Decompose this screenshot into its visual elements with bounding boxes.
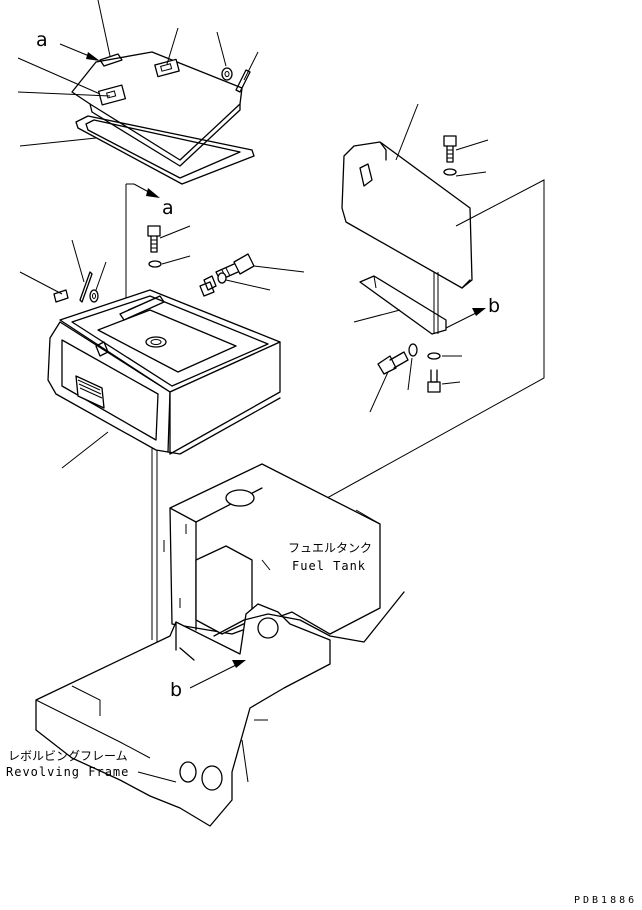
arrow-a-top	[59, 43, 100, 61]
label-fuel-tank-en: Fuel Tank	[292, 559, 366, 573]
tool-box	[47, 281, 281, 455]
cover-gasket	[75, 115, 255, 185]
arrow-b-right	[445, 308, 486, 329]
side-bolt	[203, 253, 305, 291]
box-latch-parts	[19, 239, 109, 469]
label-revolving-frame-en: Revolving Frame	[6, 765, 129, 779]
arrow-b-bottom	[189, 660, 246, 689]
label-fuel-tank-jp: フュエルタンク	[288, 541, 372, 555]
revolving-frame	[35, 509, 405, 827]
cover-washer	[221, 67, 251, 93]
label-b-right: b	[488, 295, 500, 317]
fuel-tank	[163, 463, 381, 635]
side-cover	[341, 103, 489, 289]
label-a-top: a	[36, 29, 48, 51]
toolbox-cover	[71, 51, 243, 167]
leader-lines-top	[17, 0, 259, 147]
side-cover-bolt	[443, 135, 457, 176]
bracket-bolts	[369, 343, 462, 413]
box-bolt	[147, 225, 191, 268]
label-a-mid: a	[162, 197, 174, 219]
label-b-bottom: b	[170, 679, 182, 701]
label-revolving-frame-jp: レボルビングフレーム	[8, 749, 128, 763]
label-leaders	[137, 559, 271, 783]
cover-bracket	[353, 272, 447, 335]
drawing-code: PDB1886	[574, 895, 637, 906]
